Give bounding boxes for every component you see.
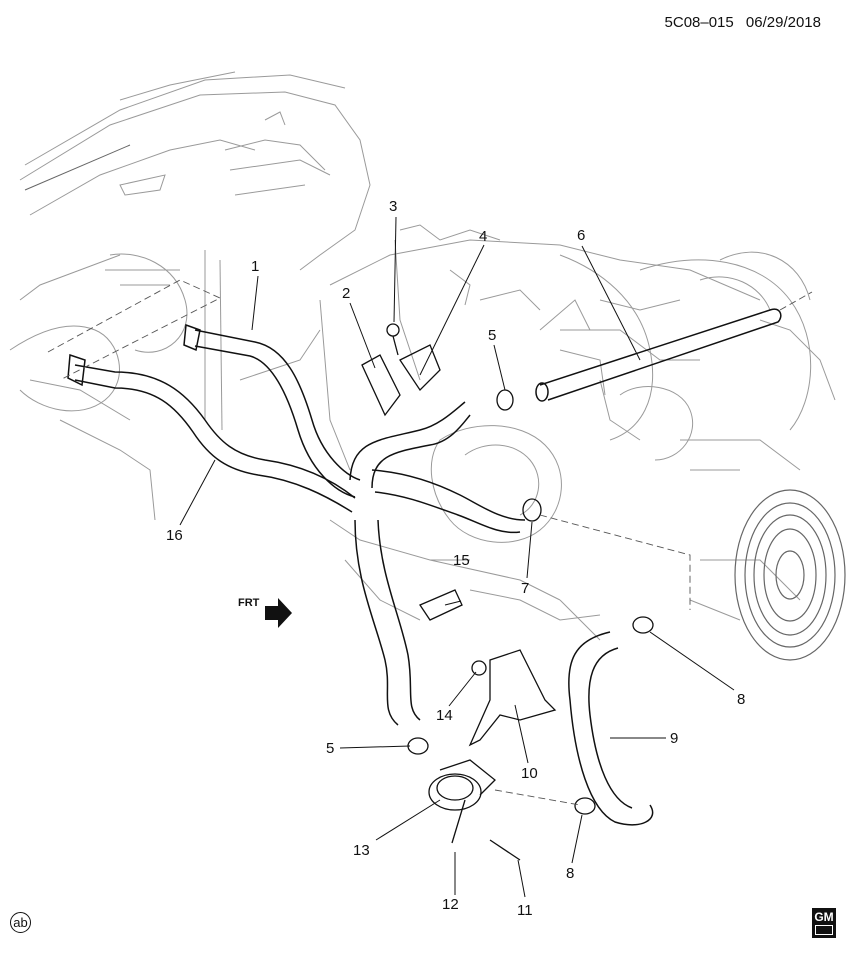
gm-logo-underline (815, 925, 833, 935)
callout-6: 6 (577, 227, 586, 244)
hose-1 (183, 323, 361, 498)
frt-label: FRT (238, 597, 260, 609)
callout-5-upper: 5 (488, 327, 497, 344)
hose-main-vertical (349, 401, 526, 726)
callout-10: 10 (521, 765, 538, 782)
background-engine-sketch (319, 224, 836, 641)
callout-8-lower: 8 (566, 865, 575, 882)
callout-7: 7 (521, 580, 530, 597)
drawing-header: 5C08–015 06/29/2018 (657, 14, 821, 31)
hose-16 (67, 353, 356, 513)
callout-5-lower: 5 (326, 740, 335, 757)
callout-13: 13 (353, 842, 370, 859)
callout-12: 12 (442, 896, 459, 913)
ab-badge: ab (10, 912, 31, 933)
callout-9: 9 (670, 730, 679, 747)
callout-11: 11 (517, 902, 533, 919)
callout-4: 4 (479, 228, 488, 245)
drawing-code: 5C08–015 (664, 14, 734, 31)
callout-14: 14 (436, 707, 453, 724)
background-body-sketch (9, 71, 371, 521)
crank-pulley (734, 489, 846, 661)
hose-6-pipe (535, 308, 782, 402)
callout-16: 16 (166, 527, 183, 544)
callout-3: 3 (389, 198, 398, 215)
callout-8-upper: 8 (737, 691, 746, 708)
gm-logo-text: GM (814, 910, 834, 924)
gm-logo-icon: GM (812, 908, 836, 938)
alignment-lines (47, 279, 813, 806)
callout-15: 15 (453, 552, 470, 569)
small-parts (361, 323, 654, 861)
callout-1: 1 (251, 258, 260, 275)
drawing-date: 06/29/2018 (745, 14, 821, 31)
hose-9 (568, 631, 654, 826)
callout-2: 2 (342, 285, 351, 302)
leader-lines (179, 216, 735, 898)
frt-arrow-icon (265, 598, 292, 628)
